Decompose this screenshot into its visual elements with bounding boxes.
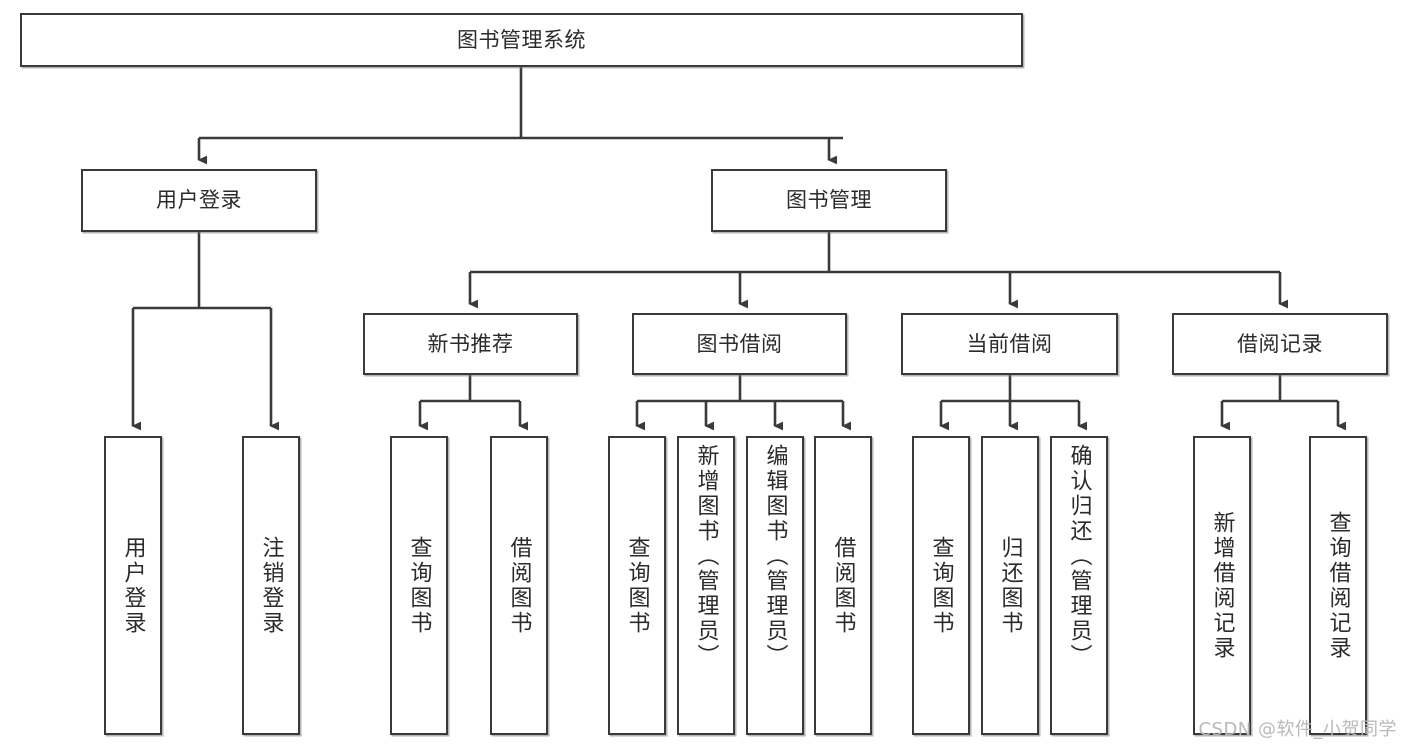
node-new-book-recommend-label: 新书推荐 <box>427 331 514 356</box>
leaf-user-logout[interactable]: 注销登录 <box>242 436 300 735</box>
node-root[interactable]: 图书管理系统 <box>20 13 1023 67</box>
leaf-edit-book-label: 编辑图书（管理员） <box>762 444 788 669</box>
node-user-login-label: 用户登录 <box>156 188 242 213</box>
leaf-borrow-book-1[interactable]: 借阅图书 <box>490 436 548 735</box>
node-book-management[interactable]: 图书管理 <box>711 169 947 232</box>
node-book-borrow[interactable]: 图书借阅 <box>632 313 847 375</box>
node-borrow-record-label: 借阅记录 <box>1237 331 1323 356</box>
node-new-book-recommend[interactable]: 新书推荐 <box>363 313 578 375</box>
leaf-add-book-label: 新增图书（管理员） <box>693 444 719 669</box>
leaf-borrow-book-1-label: 借阅图书 <box>506 535 532 636</box>
leaf-add-book[interactable]: 新增图书（管理员） <box>677 436 735 735</box>
leaf-borrow-book-2-label: 借阅图书 <box>830 535 856 636</box>
leaf-query-book-3-label: 查询图书 <box>928 535 954 636</box>
leaf-add-borrow-record[interactable]: 新增借阅记录 <box>1193 436 1251 735</box>
watermark-text: CSDN @软件_小贺同学 <box>1198 719 1397 740</box>
node-current-borrow[interactable]: 当前借阅 <box>901 313 1118 375</box>
leaf-return-book[interactable]: 归还图书 <box>981 436 1039 735</box>
leaf-query-borrow-record[interactable]: 查询借阅记录 <box>1309 436 1367 735</box>
leaf-edit-book[interactable]: 编辑图书（管理员） <box>746 436 804 735</box>
leaf-user-login[interactable]: 用户登录 <box>104 436 162 735</box>
leaf-return-book-label: 归还图书 <box>997 535 1023 636</box>
leaf-query-book-1-label: 查询图书 <box>406 535 432 636</box>
node-user-login[interactable]: 用户登录 <box>81 169 317 232</box>
node-current-borrow-label: 当前借阅 <box>966 331 1053 356</box>
leaf-confirm-return-label: 确认归还（管理员） <box>1066 444 1092 669</box>
node-book-borrow-label: 图书借阅 <box>696 331 783 356</box>
leaf-query-book-3[interactable]: 查询图书 <box>912 436 970 735</box>
leaf-user-logout-label: 注销登录 <box>258 535 284 636</box>
leaf-query-book-2[interactable]: 查询图书 <box>608 436 666 735</box>
leaf-confirm-return[interactable]: 确认归还（管理员） <box>1050 436 1108 735</box>
node-root-label: 图书管理系统 <box>457 27 586 52</box>
leaf-add-borrow-record-label: 新增借阅记录 <box>1209 510 1235 661</box>
leaf-user-login-label: 用户登录 <box>120 535 146 636</box>
leaf-borrow-book-2[interactable]: 借阅图书 <box>814 436 872 735</box>
leaf-query-book-2-label: 查询图书 <box>624 535 650 636</box>
leaf-query-borrow-record-label: 查询借阅记录 <box>1325 510 1351 661</box>
node-book-management-label: 图书管理 <box>786 188 872 213</box>
leaf-query-book-1[interactable]: 查询图书 <box>390 436 448 735</box>
node-borrow-record[interactable]: 借阅记录 <box>1172 313 1388 375</box>
